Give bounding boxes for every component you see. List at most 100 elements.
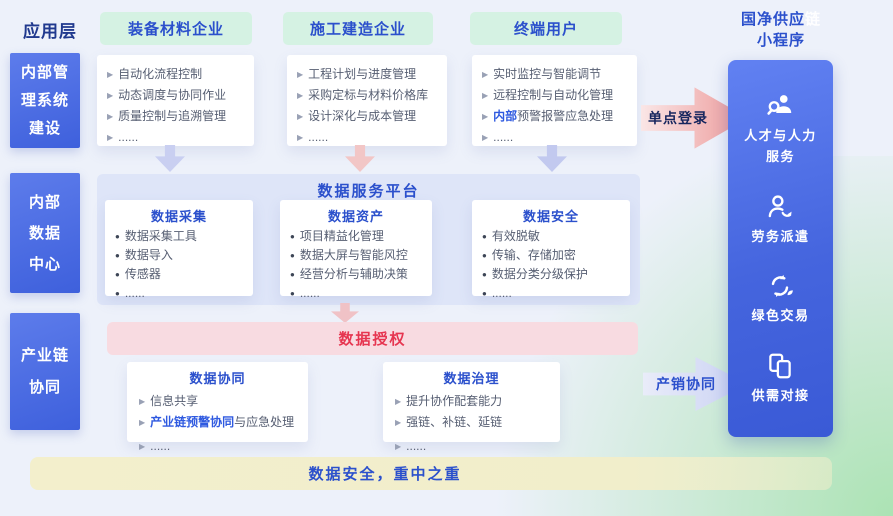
list-item: ▶...... [297, 127, 447, 148]
triangle-bullet-icon: ▶ [139, 442, 146, 451]
panel-item-label: 绿色交易 [751, 308, 810, 324]
list-item-text: 信息共享 [150, 394, 199, 408]
list-item-text: ...... [118, 130, 139, 144]
data-authorization-banner: 数据授权 [107, 322, 638, 355]
layer-box-line: 中心 [28, 255, 61, 273]
list-item: ▶ 采购定标与材料价格库 [297, 85, 447, 106]
list-item: ▶ 实时监控与智能调节 [482, 64, 637, 85]
list-item-text: 强链、补链、延链 [406, 415, 503, 429]
dot-bullet-icon: ● [290, 270, 295, 279]
triangle-bullet-icon: ▶ [297, 70, 304, 79]
mini-program-title: 国净供应链 小程序 [720, 9, 842, 51]
list-item: ▶工程计划与进度管理 [297, 64, 447, 85]
list-item: ● 数据采集工具 [115, 227, 253, 246]
app-layer-label: 应用层 [23, 22, 77, 41]
labor-dispatch-icon [769, 195, 793, 217]
triangle-bullet-icon: ▶ [297, 133, 304, 142]
list-item-text: 项目精益化管理 [299, 229, 384, 243]
layer-box-line: 建设 [28, 119, 61, 137]
list-item-text: 有效脱敏 [491, 229, 540, 243]
list-item: ● 数据导入 [115, 246, 253, 265]
list-item-text: 数据导入 [124, 248, 173, 262]
dot-bullet-icon: ● [290, 289, 295, 298]
list-item: ▶动态调度与协同作业 [107, 85, 254, 106]
dot-bullet-icon: ● [115, 270, 120, 279]
dot-bullet-icon: ● [482, 232, 487, 241]
card-end-users: ▶实时监控与智能调节 ▶远程控制与自动化管理 ▶内部预警报警应急处理 ▶....… [472, 55, 637, 146]
list-item: ▶提升协作配套能力 [395, 391, 560, 412]
layer-box-line: 协同 [28, 378, 61, 396]
list-item: ●...... [290, 284, 432, 303]
list-item: ▶ 设计深化与成本管理 [297, 106, 447, 127]
list-item-text: ...... [491, 286, 512, 300]
panel-item-talent-service: 人才与人力 服务 [744, 91, 817, 167]
list-item: ● 数据大屏与智能风控 [290, 246, 432, 265]
card-data-security: 数据安全 ●有效脱敏 ●传输、存储加密 ●数据分类分级保护 ●...... [472, 200, 630, 300]
list-item: ▶...... [395, 436, 560, 457]
dot-bullet-icon: ● [482, 270, 487, 279]
dot-bullet-icon: ● [482, 251, 487, 260]
triangle-bullet-icon: ▶ [395, 397, 402, 406]
list-item-text: 质量控制与追溯管理 [118, 109, 227, 123]
layer-box-line: 理系统 [20, 91, 69, 109]
card-data-collaboration: 数据协同 ▶ 信息共享 ▶ 产业链预警协同与应急处理 ▶...... [127, 362, 308, 453]
triangle-bullet-icon: ▶ [297, 91, 304, 100]
card-title: 数据协同 [189, 371, 246, 386]
list-item: ● 项目精益化管理 [290, 227, 432, 246]
panel-item-labor-dispatch: 劳务派遣 [751, 192, 809, 247]
triangle-bullet-icon: ▶ [107, 133, 114, 142]
list-item-text: 传感器 [124, 267, 161, 281]
list-item-text: ...... [150, 439, 171, 453]
list-item: ▶强链、补链、延链 [395, 412, 560, 433]
list-item-text: 设计深化与成本管理 [308, 109, 417, 123]
list-item-text: 实时监控与智能调节 [493, 67, 602, 81]
list-item-text: 数据采集工具 [124, 229, 197, 243]
layer-box-line: 产业链 [20, 346, 69, 364]
list-item-text: 远程控制与自动化管理 [493, 88, 614, 102]
triangle-bullet-icon: ▶ [395, 442, 402, 451]
triangle-bullet-icon: ▶ [107, 112, 114, 121]
list-item: ●...... [115, 284, 253, 303]
highlighted-text: 内部 [493, 109, 518, 123]
card-equipment-materials: ▶自动化流程控制 ▶动态调度与协同作业 ▶质量控制与追溯管理 ▶...... [97, 55, 254, 146]
dot-bullet-icon: ● [115, 251, 120, 260]
list-item-text: 数据大屏与智能风控 [299, 248, 408, 262]
triangle-bullet-icon: ▶ [139, 418, 146, 427]
list-item-text: ...... [299, 286, 320, 300]
layer-box-line: 内部管 [20, 63, 69, 81]
triangle-bullet-icon: ▶ [482, 112, 489, 121]
highlighted-text: 产业链预警协同 [150, 415, 235, 429]
card-data-collection: 数据采集 ●数据采集工具 ●数据导入 ●传感器 ●...... [105, 200, 253, 300]
triangle-bullet-icon: ▶ [107, 70, 114, 79]
data-security-banner: 数据安全，重中之重 [30, 457, 832, 490]
list-item-text: 预警报警应急处理 [517, 109, 614, 123]
faint-character: 链 [805, 11, 822, 28]
list-item-text: 产业链预警协同与应急处理 [150, 412, 294, 433]
list-item: ▶ 产业链预警协同与应急处理 [139, 412, 308, 433]
dot-bullet-icon: ● [115, 232, 120, 241]
list-item-text: 采购定标与材料价格库 [308, 88, 429, 102]
data-service-platform-section: 数据服务平台 数据采集 ●数据采集工具 ●数据导入 ●传感器 ●...... 数… [97, 174, 640, 305]
triangle-bullet-icon: ▶ [139, 397, 146, 406]
dot-bullet-icon: ● [290, 232, 295, 241]
triangle-bullet-icon: ▶ [107, 91, 114, 100]
list-item: ▶...... [107, 127, 254, 148]
down-arrow-icon [345, 145, 375, 172]
panel-item-supply-demand: 供需对接 [751, 351, 809, 406]
layer-box-line: 数据 [28, 224, 61, 242]
list-item: ● 传感器 [115, 265, 253, 284]
supply-demand-icon [769, 353, 792, 379]
list-item-text: 与应急处理 [234, 415, 295, 429]
list-item: ● 有效脱敏 [482, 227, 630, 246]
down-arrow-icon [155, 145, 185, 172]
list-item-text: ...... [493, 130, 514, 144]
triangle-bullet-icon: ▶ [482, 70, 489, 79]
panel-item-label: 劳务派遣 [751, 228, 810, 244]
down-arrow-icon [537, 145, 567, 172]
triangle-bullet-icon: ▶ [297, 112, 304, 121]
card-title: 数据安全 [522, 209, 579, 224]
list-item-text: 内部预警报警应急处理 [493, 106, 613, 127]
sso-arrow-label: 单点登录 [648, 110, 708, 126]
dot-bullet-icon: ● [290, 251, 295, 260]
header-construction-enterprise: 施工建造企业 [283, 12, 433, 45]
